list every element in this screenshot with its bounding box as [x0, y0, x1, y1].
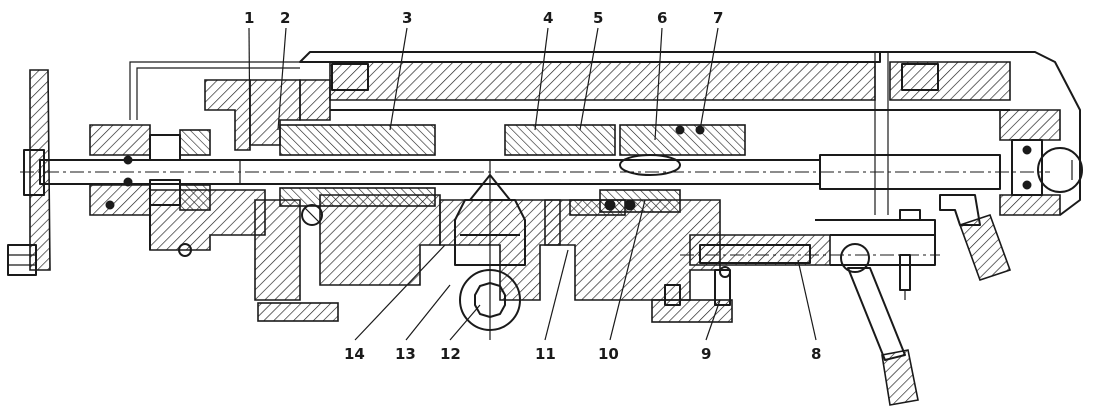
callouts: 1 2 3 4 5 6 7 8 9 10 11 12 13 14 — [244, 9, 821, 363]
left-bearing — [89, 124, 211, 216]
callout-12: 12 — [440, 345, 461, 363]
clamp-mechanism — [651, 209, 940, 323]
callout-7: 7 — [713, 9, 723, 27]
nut-assembly-6-7 — [619, 124, 746, 176]
callout-5: 5 — [593, 9, 603, 27]
leader-lines — [248, 27, 817, 341]
callout-4: 4 — [543, 9, 553, 27]
callout-8: 8 — [811, 345, 821, 363]
callout-6: 6 — [657, 9, 667, 27]
nut-assembly-3 — [279, 124, 436, 207]
callout-9: 9 — [701, 345, 711, 363]
callout-14: 14 — [344, 345, 365, 363]
hose-fitting — [939, 194, 1012, 282]
callout-11: 11 — [535, 345, 556, 363]
lead-screw — [20, 154, 1050, 190]
right-bearing — [999, 109, 1083, 216]
callout-10: 10 — [598, 345, 619, 363]
callout-3: 3 — [402, 9, 412, 27]
callout-2: 2 — [280, 9, 290, 27]
callout-1: 1 — [244, 9, 254, 27]
callout-13: 13 — [395, 345, 416, 363]
left-housing — [149, 79, 441, 322]
table-body — [129, 51, 1081, 216]
lever-handle — [840, 243, 919, 406]
